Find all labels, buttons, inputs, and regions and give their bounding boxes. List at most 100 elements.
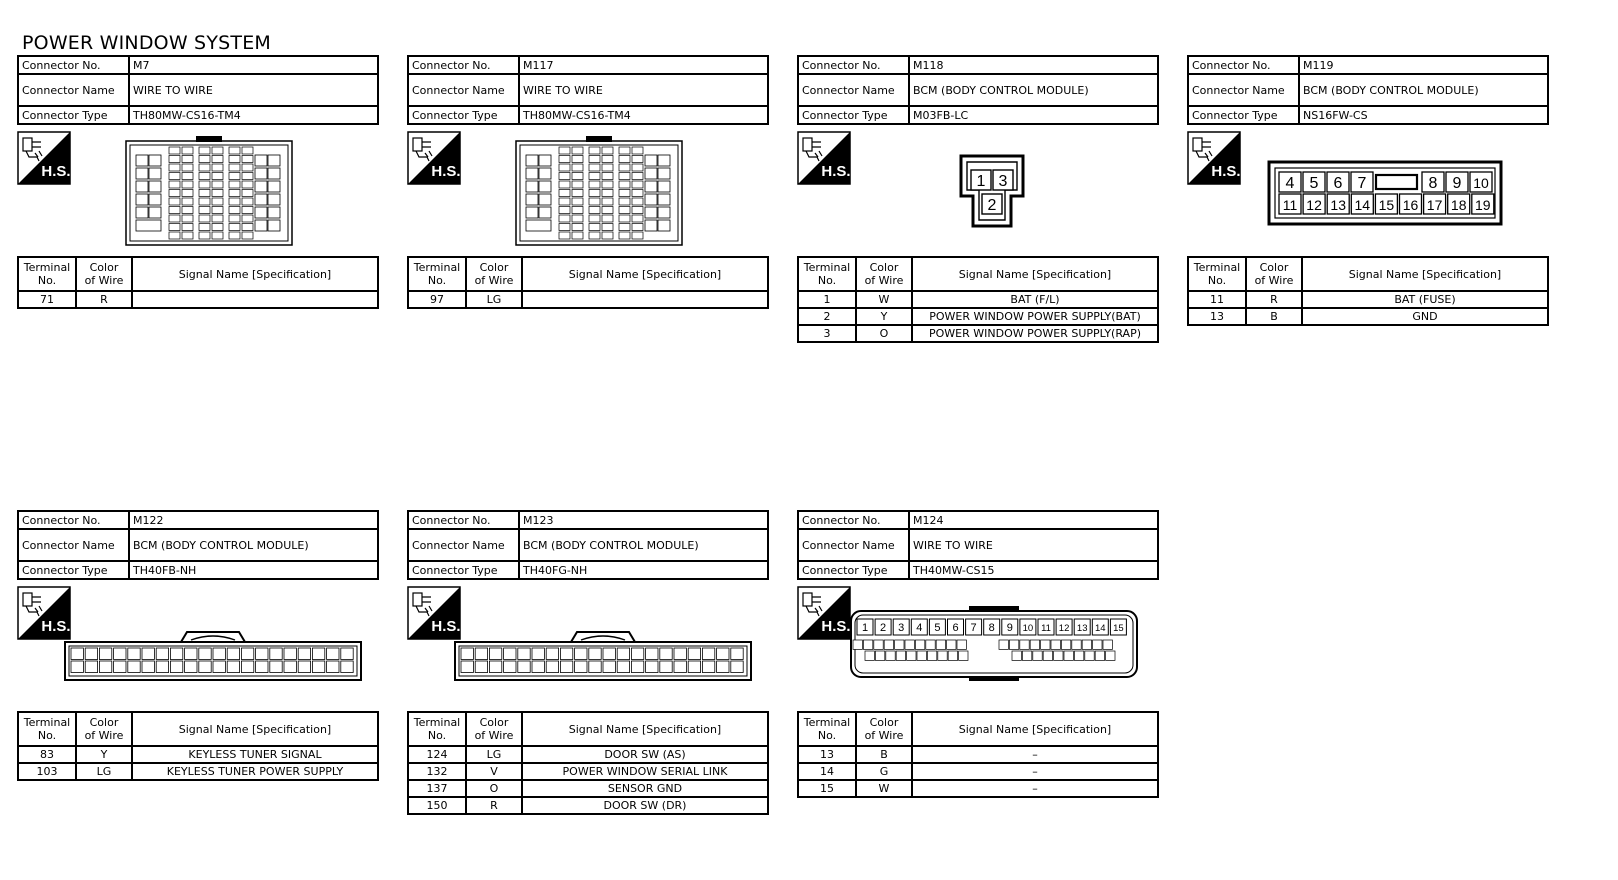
header-line: Terminal: [1193, 261, 1241, 274]
signal-name: –: [911, 779, 1159, 798]
pin-cavity: [1105, 650, 1116, 661]
pin-cavity: [460, 647, 474, 660]
pin-number: 17: [1427, 197, 1443, 213]
pin-cavity: [198, 647, 212, 660]
signal-name: POWER WINDOW POWER SUPPLY(RAP): [911, 324, 1159, 343]
terminal-number: 13: [797, 745, 857, 764]
connector-type-value: TH40MW-CS15: [908, 560, 1159, 580]
header-line: of Wire: [864, 274, 904, 287]
pin-number: 13: [1077, 623, 1088, 634]
header-line: Color: [89, 716, 119, 729]
pin-cavity: [895, 650, 906, 661]
hs-harness-side-icon: H.S.: [797, 586, 851, 640]
connector-number-label: Connector No.: [1187, 55, 1300, 75]
hs-harness-side-icon: H.S.: [407, 131, 461, 185]
pin-cavity: [474, 660, 489, 673]
terminal-number: 150: [407, 796, 467, 815]
signal-name-header: Signal Name [Specification]: [911, 711, 1159, 747]
terminal-number: 13: [1187, 307, 1247, 326]
hs-badge-label: H.S.: [431, 618, 460, 635]
pin-number: 8: [1429, 175, 1438, 192]
pin-cavity: [856, 618, 874, 636]
header-line: No.: [817, 274, 837, 287]
terminal-number: 71: [17, 290, 77, 309]
pin-cavity: [1061, 639, 1072, 650]
terminal-number: 14: [797, 762, 857, 781]
wire-color: LG: [465, 745, 523, 764]
pin-cavity: [946, 639, 957, 650]
pin-cavity: [1011, 650, 1022, 661]
pin-number: 4: [1286, 175, 1295, 192]
pin-cavity: [70, 660, 84, 673]
connector-type-label: Connector Type: [797, 105, 910, 125]
pin-cavity: [910, 618, 928, 636]
connector-number-label: Connector No.: [797, 510, 910, 530]
pin-cavity: [1278, 193, 1302, 215]
pin-cavity: [283, 647, 297, 660]
pin-cavity: [588, 660, 602, 673]
connector-face-drawing: [64, 631, 362, 681]
pin-number: 9: [1453, 175, 1462, 192]
wire-color: W: [855, 290, 913, 309]
connector-name-label: Connector Name: [797, 528, 910, 562]
signal-name: DOOR SW (AS): [521, 745, 769, 764]
pin-cavity: [1074, 650, 1085, 661]
header-line: of Wire: [84, 274, 124, 287]
pin-cavity: [1302, 193, 1326, 215]
pin-number: 14: [1355, 197, 1371, 213]
connector-name-label: Connector Name: [1187, 73, 1300, 107]
header-line: Color: [89, 261, 119, 274]
header-line: Terminal: [23, 716, 71, 729]
pin-number: 1: [862, 622, 868, 634]
pin-cavity: [1350, 193, 1374, 215]
pin-cavity: [1081, 639, 1092, 650]
pin-cavity: [489, 660, 503, 673]
pin-number: 2: [880, 622, 886, 634]
pin-cavity: [673, 647, 687, 660]
pin-cavity: [155, 647, 169, 660]
pin-cavity: [1326, 193, 1350, 215]
signal-name-header: Signal Name [Specification]: [131, 256, 379, 292]
pin-cavity: [883, 639, 894, 650]
pin-cavity: [875, 650, 886, 661]
pin-cavity: [947, 618, 964, 636]
connector-left-cavities: [135, 154, 162, 232]
connector-right-cavities: [254, 154, 281, 232]
pin-number: 12: [1306, 197, 1322, 213]
pin-cavity: [630, 660, 645, 673]
pin-cavity: [1022, 650, 1033, 661]
pin-cavity: [141, 647, 155, 660]
pin-cavity: [659, 660, 673, 673]
pin-cavity: [574, 660, 588, 673]
pin-cavity: [340, 647, 354, 660]
header-line: Color: [869, 716, 899, 729]
wire-color: W: [855, 779, 913, 798]
pin-cavity: [1032, 650, 1043, 661]
pin-cavity: [141, 660, 155, 673]
connector-number-label: Connector No.: [17, 55, 130, 75]
hs-harness-side-icon: H.S.: [407, 586, 461, 640]
pin-number: 3: [898, 622, 904, 634]
hs-badge-label: H.S.: [821, 618, 850, 635]
hs-badge-label: H.S.: [1211, 163, 1240, 180]
pin-cavity: [1091, 618, 1109, 636]
pin-number: 11: [1041, 623, 1051, 634]
terminal-number: 11: [1187, 290, 1247, 309]
header-line: Color: [479, 716, 509, 729]
pin-cavity: [1019, 639, 1030, 650]
terminal-number: 124: [407, 745, 467, 764]
